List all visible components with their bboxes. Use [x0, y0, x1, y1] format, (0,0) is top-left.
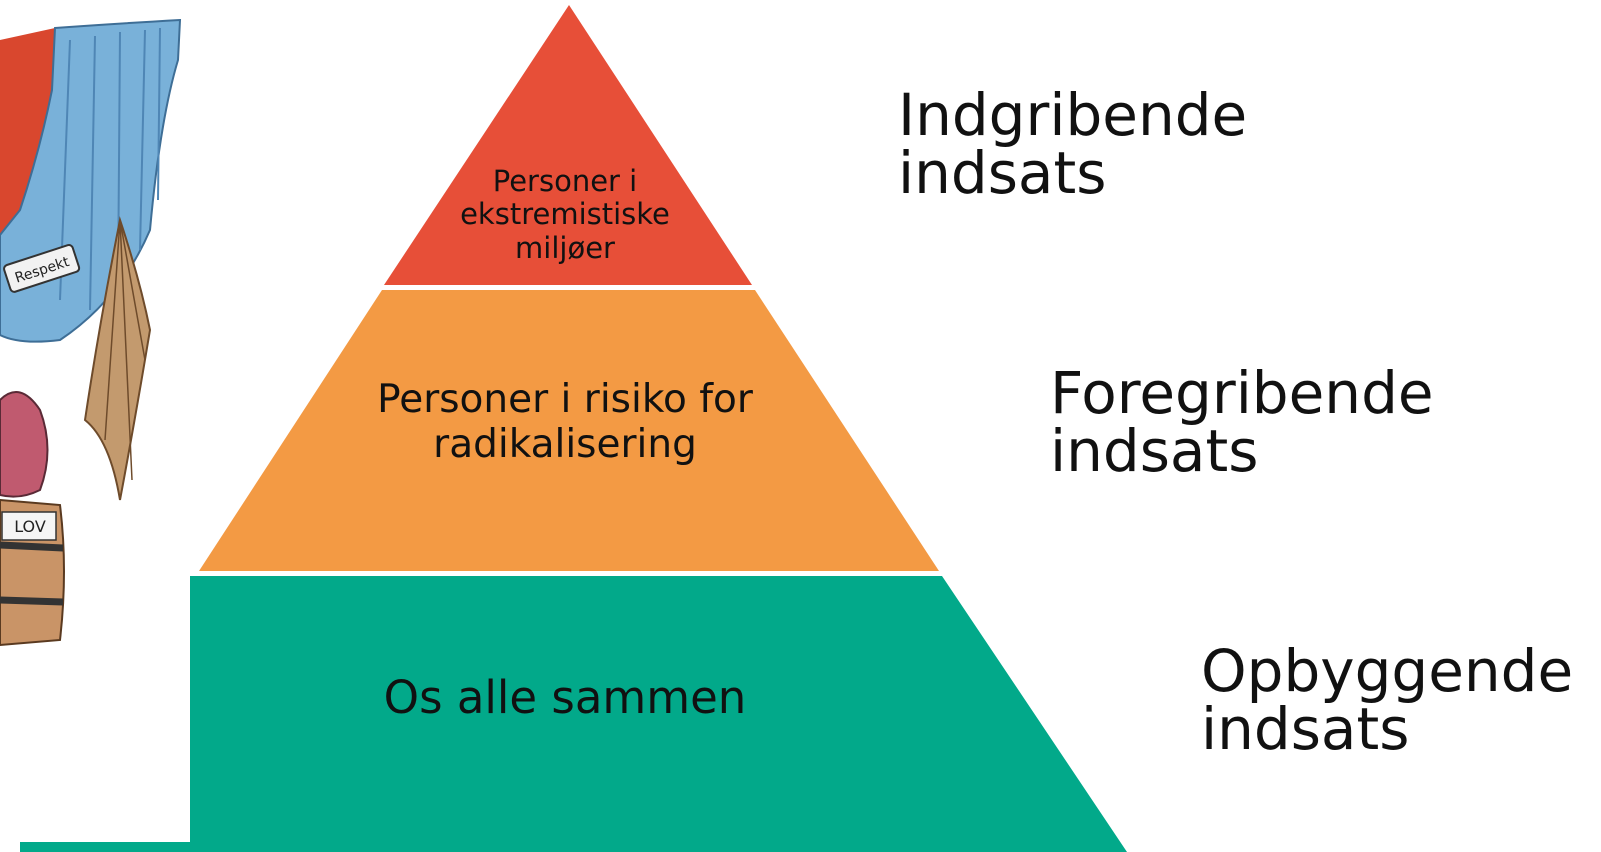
action-bottom-text: Opbyggende indsats [1201, 637, 1574, 763]
action-label-middle: Foregribende indsats [1050, 364, 1450, 480]
hanging-leaves [83, 216, 152, 501]
pyramid-tier-bottom [20, 576, 1127, 852]
lov-sign-text: LOV [14, 517, 46, 536]
red-creature [0, 391, 49, 498]
red-curtain [0, 28, 55, 235]
tier-bottom-label: Os alle sammen [383, 671, 747, 724]
action-label-top: Indgribende indsats [898, 86, 1258, 202]
pyramid-tier-middle [199, 290, 939, 571]
pyramid-tier-top [384, 5, 752, 285]
action-top-text: Indgribende indsats [898, 81, 1248, 207]
tier-top-label: Personer i ekstremistiske miljøer [460, 164, 670, 265]
tier-middle-label: Personer i risiko for radikalisering [377, 377, 753, 467]
cartoon-illustration: Respekt LOV [0, 18, 182, 647]
action-middle-text: Foregribende indsats [1050, 359, 1434, 485]
barrel: LOV [0, 498, 65, 647]
action-label-bottom: Opbyggende indsats [1201, 642, 1591, 758]
